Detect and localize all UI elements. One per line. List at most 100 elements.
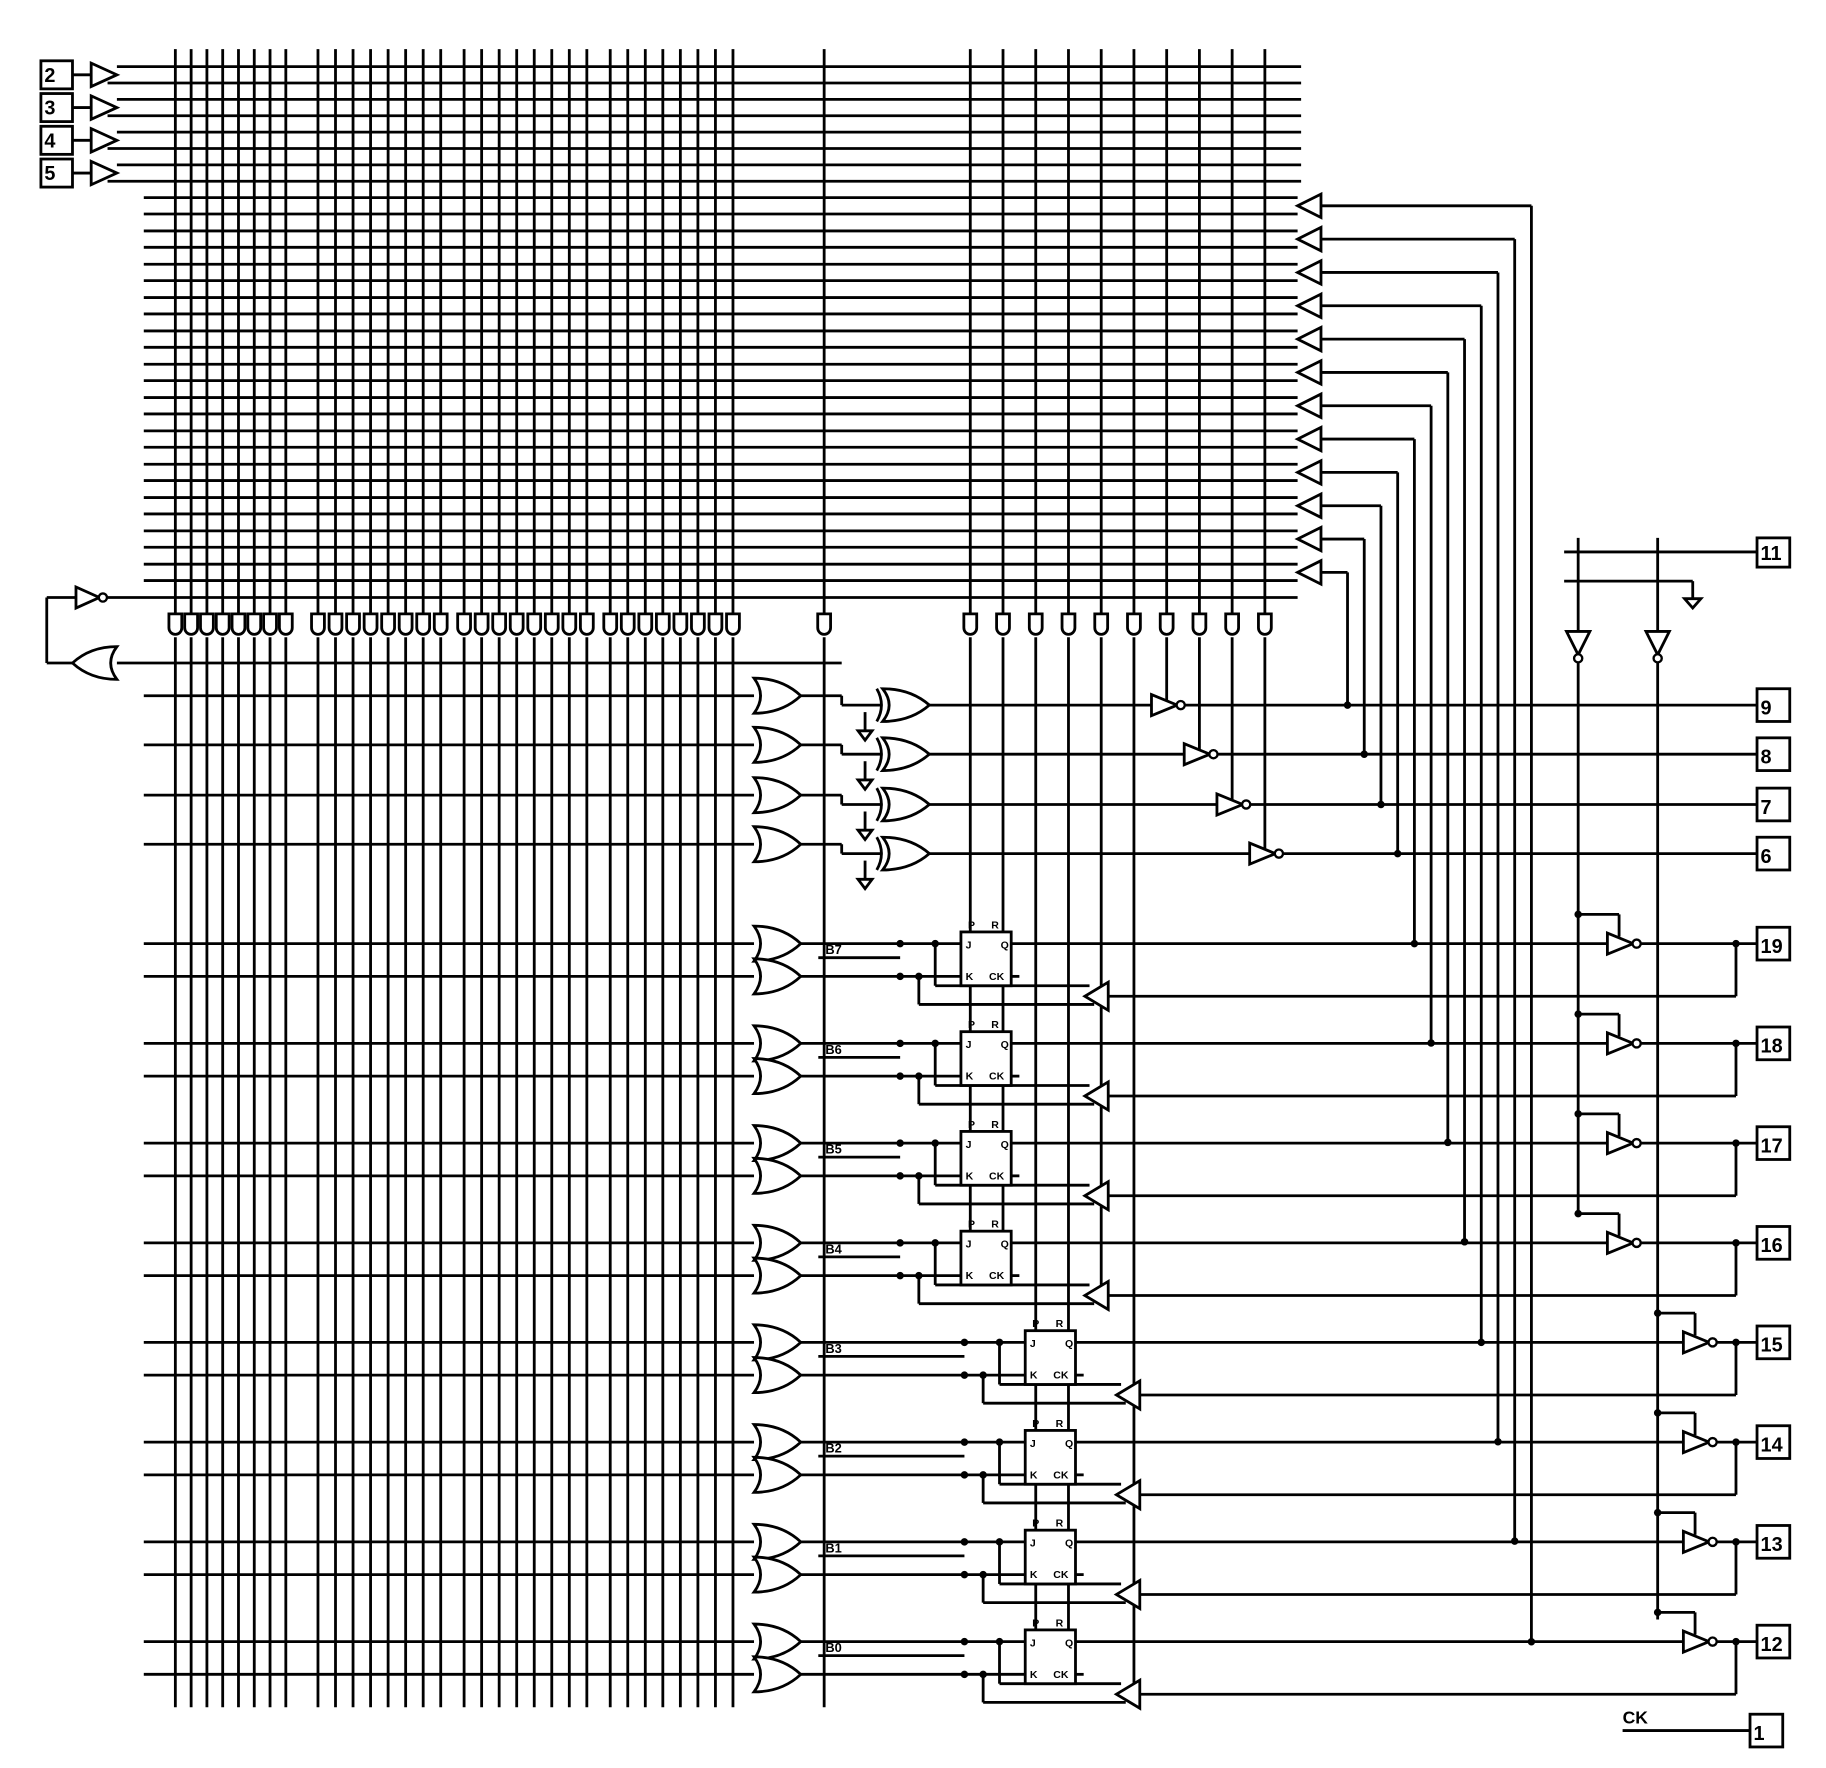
- and-gate-icon: [1158, 612, 1175, 636]
- input-pin-2: [39, 59, 74, 91]
- register-label: B5: [825, 1142, 841, 1157]
- output-pin-18: [1755, 1025, 1792, 1062]
- feedback-tristate-icon: [1113, 1577, 1142, 1611]
- flipflop-pin-k: K: [966, 1270, 974, 1282]
- and-gate-icon: [1191, 612, 1208, 636]
- output-pin-6-label: 6: [1761, 846, 1772, 868]
- output-inverter-icon: [1150, 692, 1181, 718]
- clock-label: CK: [1623, 1708, 1649, 1728]
- flipflop-pin-k: K: [1030, 1669, 1038, 1681]
- or-gate-icon: [751, 725, 803, 764]
- or-gate-icon: [70, 645, 120, 681]
- output-pin-9: [1755, 687, 1792, 723]
- flipflop-pin-j: J: [966, 1139, 972, 1151]
- and-gate-icon: [491, 612, 508, 636]
- enable-inverter-icon: [1643, 630, 1672, 658]
- junction-dot: [1732, 1139, 1740, 1147]
- input-pin-5: [39, 157, 74, 189]
- and-gate-icon: [619, 612, 636, 636]
- flipflop-pin-ck: CK: [989, 1170, 1005, 1182]
- flipflop-pin-j: J: [1030, 1338, 1036, 1350]
- flipflop-pin-p: P: [968, 919, 975, 931]
- junction-dot: [960, 1438, 969, 1446]
- output-pin-14-label: 14: [1761, 1434, 1783, 1456]
- flipflop-pin-ck: CK: [1053, 1370, 1069, 1382]
- flipflop-pin-r: R: [991, 919, 999, 931]
- flipflop-pin-q: Q: [1001, 939, 1009, 951]
- and-gate-icon: [456, 612, 472, 636]
- and-gate-icon: [672, 612, 689, 636]
- and-gate-icon: [707, 612, 724, 636]
- output-pin-13-label: 13: [1761, 1534, 1783, 1556]
- flipflop-pin-ck: CK: [989, 1071, 1005, 1083]
- flipflop-pin-p: P: [968, 1219, 975, 1231]
- junction-dot: [896, 1072, 904, 1080]
- junction-dot: [896, 1271, 904, 1280]
- output-inverter-icon: [1248, 840, 1280, 867]
- feedback-buffer-icon: [1294, 558, 1323, 587]
- or-gate-icon: [751, 1622, 803, 1661]
- or-gate-icon: [751, 1256, 803, 1295]
- feedback-buffer-icon: [1294, 258, 1323, 287]
- junction-dot: [960, 1637, 969, 1646]
- output-pin-6: [1755, 835, 1792, 872]
- flipflop-pin-q: Q: [1001, 1239, 1009, 1251]
- and-gate-icon: [725, 612, 741, 636]
- output-pin-14: [1755, 1424, 1792, 1460]
- flipflop-pin-k: K: [1030, 1469, 1038, 1481]
- output-inverter-icon: [1605, 931, 1637, 957]
- and-gate-icon: [362, 612, 379, 636]
- output-pin-17-label: 17: [1761, 1135, 1783, 1157]
- xor-gate-icon: [875, 836, 883, 871]
- output-pin-15-label: 15: [1761, 1335, 1783, 1357]
- and-gate-icon: [602, 612, 619, 636]
- output-pin-13: [1755, 1524, 1792, 1560]
- and-gate-icon: [1257, 612, 1273, 636]
- flipflop-pin-q: Q: [1065, 1338, 1073, 1350]
- junction-dot: [915, 1072, 923, 1080]
- inversion-bubble-icon: [1631, 938, 1642, 949]
- flipflop-pin-p: P: [968, 1019, 975, 1031]
- and-gate-icon: [543, 612, 560, 636]
- ground-icon: [855, 877, 875, 892]
- or-gate-icon: [751, 825, 803, 864]
- inverter-icon: [74, 584, 103, 611]
- input-buffer-icon: [89, 159, 121, 187]
- jk-flipflop: [1023, 1329, 1077, 1386]
- and-gate-icon: [473, 612, 490, 636]
- junction-dot: [896, 972, 904, 981]
- feedback-buffer-icon: [1294, 291, 1323, 320]
- feedback-buffer-icon: [1294, 358, 1323, 387]
- output-pin-9-label: 9: [1761, 697, 1772, 719]
- and-gate-icon: [432, 612, 449, 636]
- flipflop-pin-k: K: [966, 971, 974, 983]
- xor-gate-icon: [879, 736, 932, 772]
- output-pin-12-label: 12: [1761, 1634, 1783, 1656]
- flipflop-pin-p: P: [968, 1119, 975, 1131]
- junction-dot: [931, 1139, 939, 1147]
- or-gate-icon: [751, 1356, 803, 1395]
- inversion-bubble-icon: [1707, 1636, 1718, 1647]
- inversion-bubble-icon: [1240, 799, 1252, 810]
- output-pin-7: [1755, 786, 1792, 823]
- flipflop-pin-ck: CK: [989, 971, 1005, 983]
- and-gate-icon: [214, 612, 231, 636]
- and-gate-icon: [1126, 612, 1142, 636]
- and-gate-icon: [230, 612, 247, 636]
- inversion-bubble-icon: [1707, 1536, 1718, 1548]
- junction-dot: [896, 1239, 904, 1247]
- or-gate-icon: [751, 1522, 803, 1561]
- and-gate-icon: [327, 612, 344, 636]
- flipflop-pin-j: J: [1030, 1637, 1036, 1649]
- inversion-bubble-icon: [1572, 653, 1584, 664]
- output-pin-16-label: 16: [1761, 1235, 1783, 1257]
- and-gate-icon: [962, 612, 979, 636]
- flipflop-pin-p: P: [1032, 1617, 1039, 1629]
- or-gate-icon: [751, 1555, 803, 1594]
- input-buffer-icon: [89, 60, 121, 89]
- output-inverter-icon: [1681, 1628, 1713, 1655]
- inversion-bubble-icon: [97, 592, 109, 603]
- and-gate-icon: [816, 612, 832, 636]
- junction-dot: [896, 939, 904, 948]
